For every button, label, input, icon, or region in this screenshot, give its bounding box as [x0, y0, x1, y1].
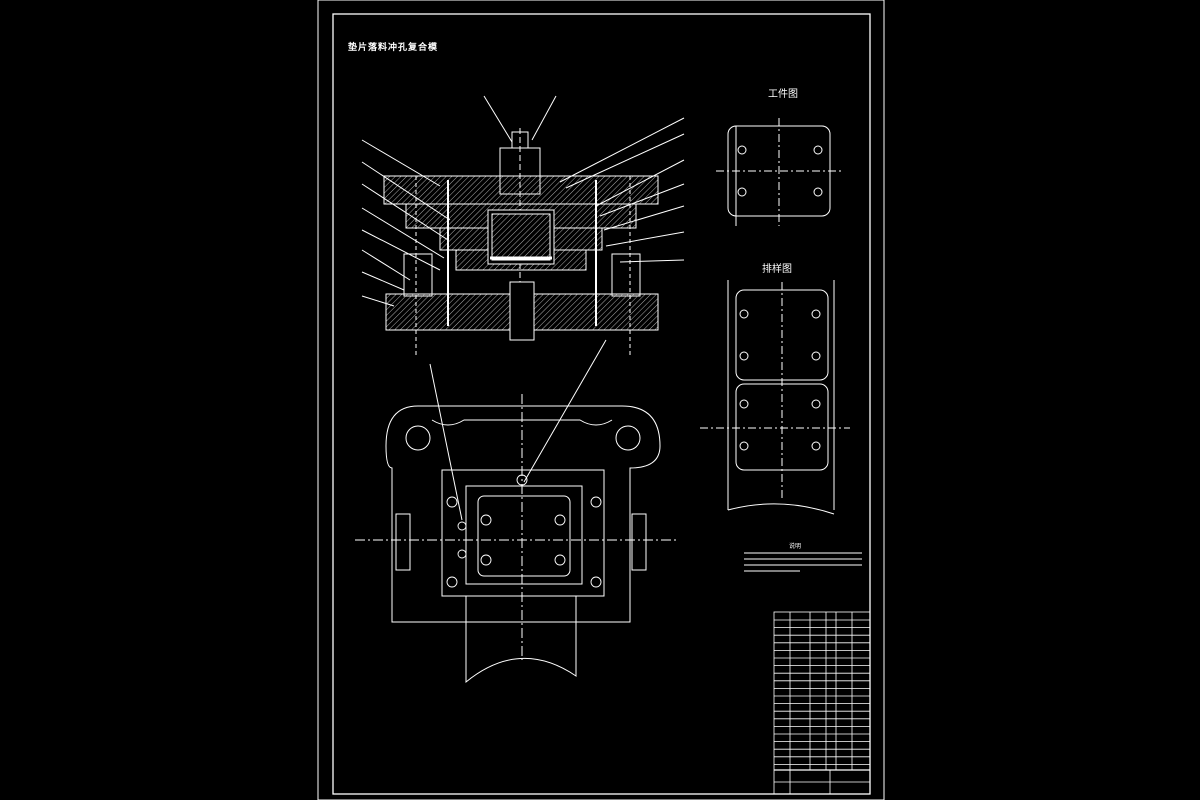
part-view-title: 工件图 — [768, 89, 798, 100]
drawing-frame — [317, 0, 885, 800]
strip-layout-view — [700, 280, 850, 515]
notes-heading: 说明 — [789, 543, 802, 550]
parts-list-table — [773, 611, 871, 795]
notes-block — [744, 552, 862, 572]
part-view — [716, 118, 842, 226]
strip-layout-title: 排样图 — [762, 264, 792, 275]
drawing-main-title: 垫片落料冲孔复合模 — [348, 43, 439, 53]
section-view — [361, 95, 685, 356]
plan-view — [355, 339, 676, 684]
